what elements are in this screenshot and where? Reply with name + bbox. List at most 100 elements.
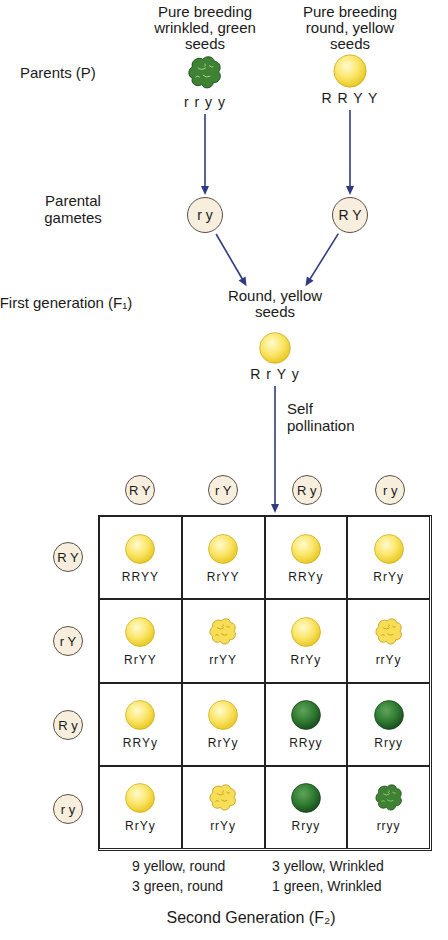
seed-illustration bbox=[289, 698, 323, 732]
round-yellow-seed bbox=[260, 333, 291, 364]
punnett-cell: rrYy bbox=[182, 766, 265, 849]
gamete-header: r y bbox=[375, 475, 405, 505]
gamete-header: R Y bbox=[125, 475, 155, 505]
seed-illustration bbox=[123, 698, 157, 732]
round-green-seed bbox=[291, 784, 320, 813]
seed-wrinkle bbox=[381, 624, 395, 635]
gamete-label: R Y bbox=[129, 483, 150, 498]
arrow-head bbox=[239, 276, 247, 286]
connector-line bbox=[349, 110, 351, 188]
genotype-label: RrYy bbox=[373, 570, 404, 584]
arrow-connector bbox=[346, 110, 354, 195]
connector-line bbox=[274, 386, 276, 506]
punnett-square: Second Generation (F₂)RRYYRrYYRRYyRrYyRr… bbox=[98, 515, 432, 851]
genotype-label: RRyy bbox=[289, 736, 322, 750]
genotype-label: RrYy bbox=[125, 819, 156, 833]
seed-illustration bbox=[184, 52, 226, 94]
connector-line bbox=[204, 114, 206, 188]
arrow-connector bbox=[271, 386, 279, 513]
connector-line bbox=[216, 234, 243, 280]
genotype-label: rrYY bbox=[209, 653, 237, 667]
arrow-head bbox=[305, 277, 313, 287]
genotype-label: rryy bbox=[377, 819, 401, 833]
stage-label: First generation (F₁) bbox=[0, 294, 134, 311]
generation-caption: Second Generation (F₂) bbox=[84, 909, 418, 927]
genotype-label: R R Y Y bbox=[322, 90, 379, 106]
gamete-label: r y bbox=[61, 802, 75, 817]
gamete-label: R y bbox=[58, 718, 78, 733]
seed-illustration bbox=[206, 615, 240, 649]
round-yellow-seed bbox=[291, 534, 320, 563]
gamete-label: r Y bbox=[215, 483, 231, 498]
gamete-circle: R Y bbox=[332, 197, 368, 233]
round-yellow-seed bbox=[126, 701, 155, 730]
seed-description: Pure breeding round, yellow seeds bbox=[290, 4, 410, 52]
seed-illustration bbox=[372, 615, 406, 649]
arrow-head bbox=[271, 504, 279, 513]
punnett-cell: RrYy bbox=[265, 599, 348, 682]
arrow-head bbox=[201, 186, 209, 195]
stage-label: 3 yellow, Wrinkled bbox=[272, 858, 442, 875]
punnett-cell: rrYy bbox=[347, 599, 430, 682]
seed-description: Round, yellow seeds bbox=[215, 288, 335, 320]
stage-label: Parents (P) bbox=[20, 64, 130, 81]
seed-illustration bbox=[331, 52, 369, 90]
wrinkled-yellow-seed bbox=[210, 785, 236, 810]
gamete-label: r y bbox=[383, 483, 397, 498]
seed-wrinkle bbox=[196, 64, 214, 78]
gamete-header: r Y bbox=[208, 475, 238, 505]
parent-seed: Pure breeding wrinkled, green seedsr r y… bbox=[145, 4, 265, 110]
punnett-cell: RrYy bbox=[99, 766, 182, 849]
seed-description: Pure breeding wrinkled, green seeds bbox=[145, 4, 265, 52]
genotype-label: RrYY bbox=[124, 653, 157, 667]
offspring-seed: Round, yellow seeds R r Y y bbox=[215, 288, 335, 382]
arrow-connector bbox=[216, 234, 246, 286]
gamete-label: R Y bbox=[338, 207, 361, 223]
round-yellow-seed bbox=[209, 701, 238, 730]
seed-illustration bbox=[123, 615, 157, 649]
gamete-circle: r y bbox=[187, 197, 223, 233]
round-yellow-seed bbox=[209, 534, 238, 563]
parent-seed: Pure breeding round, yellow seeds R R Y Y bbox=[290, 4, 410, 106]
stage-label: 3 green, round bbox=[132, 878, 267, 895]
seed-illustration bbox=[289, 781, 323, 815]
seed-illustration bbox=[123, 781, 157, 815]
stage-label: 1 green, Wrinkled bbox=[272, 878, 442, 895]
arrow-connector bbox=[305, 234, 338, 287]
genotype-label: Rryy bbox=[374, 736, 403, 750]
punnett-cell: RRyy bbox=[265, 683, 348, 766]
genotype-label: RRYY bbox=[122, 570, 159, 584]
gamete-header: r Y bbox=[53, 626, 83, 656]
seed-illustration bbox=[289, 615, 323, 649]
round-yellow-seed bbox=[291, 617, 320, 646]
genotype-label: Rryy bbox=[292, 819, 321, 833]
connector-line bbox=[309, 234, 338, 281]
punnett-cell: RrYY bbox=[182, 516, 265, 599]
stage-label: Parental gametes bbox=[23, 192, 123, 226]
genotype-label: RrYy bbox=[208, 736, 239, 750]
gamete-header: R y bbox=[53, 710, 83, 740]
round-yellow-seed bbox=[126, 534, 155, 563]
genotype-label: rrYy bbox=[376, 653, 402, 667]
genotype-label: RrYy bbox=[291, 653, 322, 667]
punnett-cell: RrYy bbox=[347, 516, 430, 599]
gamete-header: R y bbox=[292, 475, 322, 505]
genotype-label: R r Y y bbox=[250, 366, 299, 382]
punnett-cell: RRYy bbox=[265, 516, 348, 599]
punnett-cell: Rryy bbox=[347, 683, 430, 766]
wrinkled-yellow-seed bbox=[376, 619, 402, 644]
round-yellow-seed bbox=[126, 617, 155, 646]
seed-illustration bbox=[289, 532, 323, 566]
arrow-connector bbox=[201, 114, 209, 195]
wrinkled-green-seed bbox=[189, 57, 221, 88]
gamete-label: R Y bbox=[57, 550, 78, 565]
punnett-cell: RRYy bbox=[99, 683, 182, 766]
wrinkled-green-seed bbox=[376, 785, 402, 810]
round-green-seed bbox=[374, 701, 403, 730]
punnett-cell: RRYY bbox=[99, 516, 182, 599]
gamete-label: r y bbox=[197, 207, 213, 223]
genotype-label: rrYy bbox=[210, 819, 236, 833]
seed-wrinkle bbox=[215, 624, 229, 635]
punnett-cell: Rryy bbox=[265, 766, 348, 849]
